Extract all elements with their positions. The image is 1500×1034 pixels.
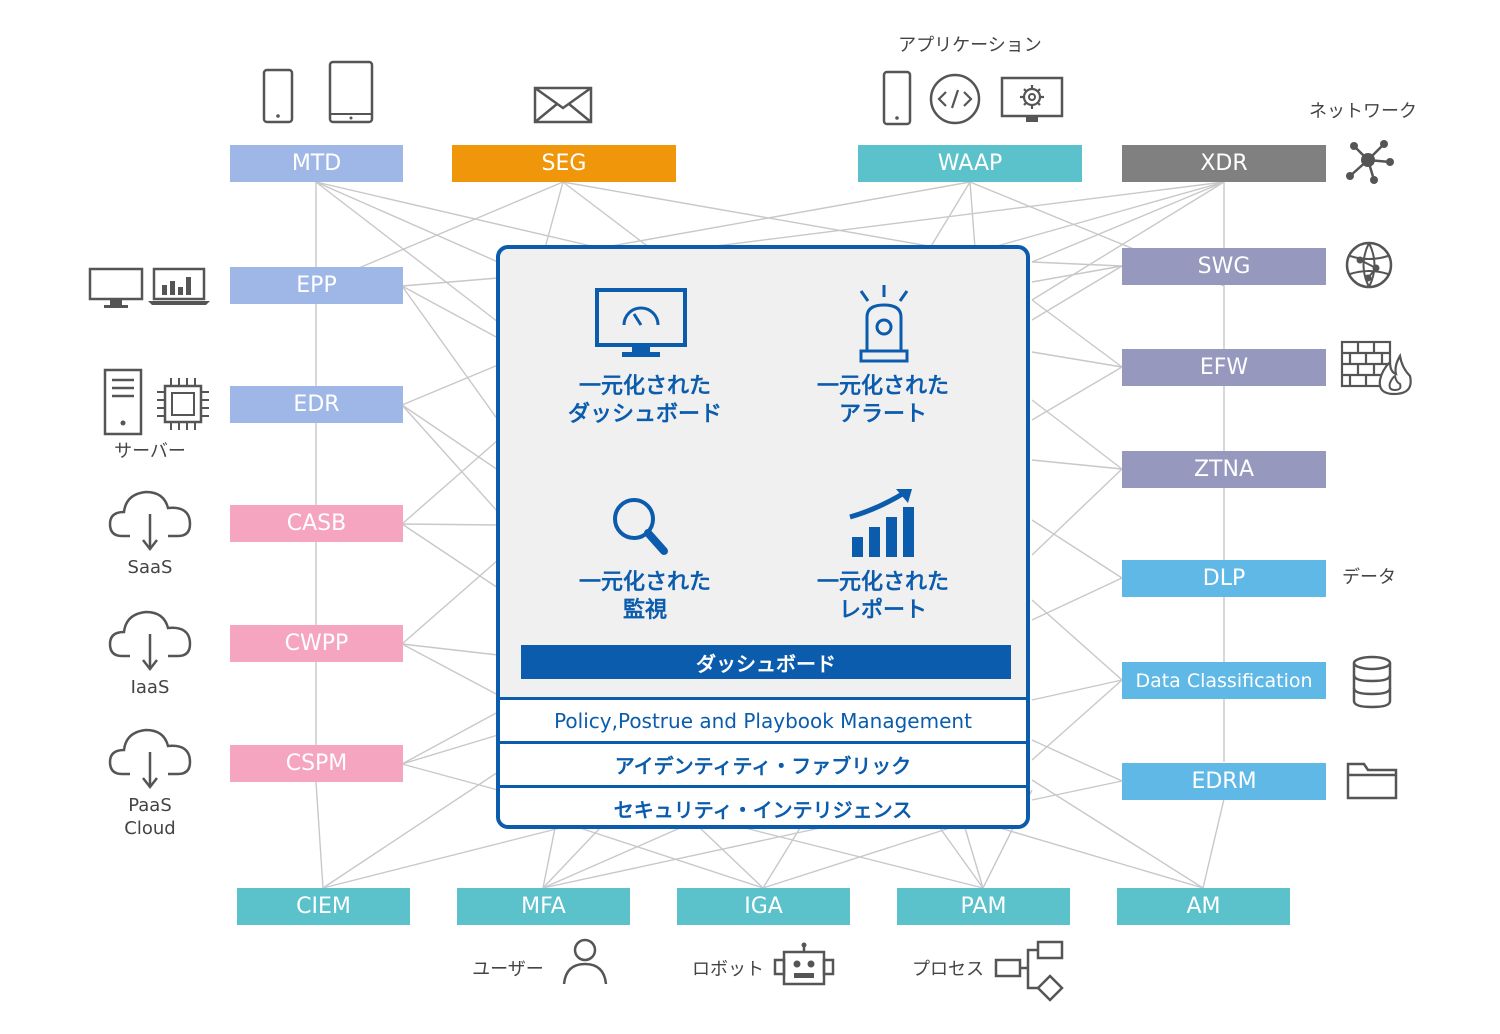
feature-line: 監視 (622, 598, 667, 623)
layer-security-intelligence: セキュリティ・インテリジェンス (500, 785, 1026, 825)
module-mfa: MFA (457, 888, 630, 925)
label-paas: PaaS (128, 795, 172, 816)
alarm-light-icon (855, 283, 913, 365)
module-data-classification: Data Classification (1122, 662, 1326, 699)
module-pam: PAM (897, 888, 1070, 925)
module-am: AM (1117, 888, 1290, 925)
code-icon (928, 72, 982, 126)
label-user: ユーザー (472, 959, 544, 980)
folder-icon (1346, 762, 1398, 800)
magnifier-icon (610, 495, 670, 557)
cloud-download-icon (108, 726, 194, 790)
database-icon (1351, 655, 1393, 709)
module-waap: WAAP (858, 145, 1082, 182)
globe-network-icon (1344, 240, 1394, 290)
feature-line: 一元化された (578, 374, 711, 399)
server-tower-icon (103, 368, 143, 436)
module-edr: EDR (230, 386, 403, 423)
monitor-icon (88, 267, 144, 309)
laptop-chart-icon (148, 267, 210, 307)
firewall-fire-icon (1340, 340, 1414, 396)
process-flow-icon (994, 940, 1066, 1002)
module-swg: SWG (1122, 248, 1326, 285)
feature-line: レポート (838, 598, 927, 623)
label-cloud: Cloud (124, 818, 176, 839)
module-efw: EFW (1122, 349, 1326, 386)
cloud-download-icon (108, 488, 194, 552)
feature-line: アラート (838, 402, 927, 427)
feature-line: ダッシュボード (567, 402, 722, 427)
module-dlp: DLP (1122, 560, 1326, 597)
phone-icon (882, 70, 912, 126)
label-saas: SaaS (127, 557, 173, 578)
dashboard-bar: ダッシュボード (521, 645, 1011, 679)
gear-monitor-icon (1000, 76, 1064, 126)
envelope-icon (533, 86, 593, 124)
bar-chart-up-icon (848, 487, 922, 561)
feature-monitoring: 一元化された 監視 (540, 569, 750, 625)
feature-dashboard: 一元化された ダッシュボード (540, 373, 750, 429)
tablet-icon (328, 60, 374, 124)
module-casb: CASB (230, 505, 403, 542)
module-ztna: ZTNA (1122, 451, 1326, 488)
cloud-download-icon (108, 608, 194, 672)
label-iaas: IaaS (130, 677, 170, 698)
feature-line: 一元化された (816, 570, 949, 595)
dashboard-monitor-icon (594, 287, 690, 361)
layer-policy-management: Policy,Postrue and Playbook Management (500, 697, 1026, 741)
feature-line: 一元化された (816, 374, 949, 399)
label-server: サーバー (114, 441, 186, 462)
network-node-icon (1344, 136, 1394, 186)
layer-identity-fabric: アイデンティティ・ファブリック (500, 741, 1026, 785)
label-application: アプリケーション (898, 35, 1042, 56)
feature-report: 一元化された レポート (778, 569, 988, 625)
module-iga: IGA (677, 888, 850, 925)
cpu-chip-icon (155, 376, 211, 432)
module-seg: SEG (452, 145, 676, 182)
central-platform: 一元化された ダッシュボード 一元化された アラート (496, 245, 1030, 829)
module-edrm: EDRM (1122, 763, 1326, 800)
label-robot: ロボット (692, 959, 764, 980)
module-cwpp: CWPP (230, 625, 403, 662)
module-ciem: CIEM (237, 888, 410, 925)
robot-icon (772, 942, 836, 986)
module-mtd: MTD (230, 145, 403, 182)
feature-line: 一元化された (578, 570, 711, 595)
module-cspm: CSPM (230, 745, 403, 782)
user-icon (562, 938, 608, 986)
phone-icon (262, 68, 294, 124)
label-network: ネットワーク (1309, 101, 1417, 122)
feature-alert: 一元化された アラート (778, 373, 988, 429)
label-data: データ (1342, 567, 1396, 588)
label-process: プロセス (912, 959, 984, 980)
module-epp: EPP (230, 267, 403, 304)
module-xdr: XDR (1122, 145, 1326, 182)
